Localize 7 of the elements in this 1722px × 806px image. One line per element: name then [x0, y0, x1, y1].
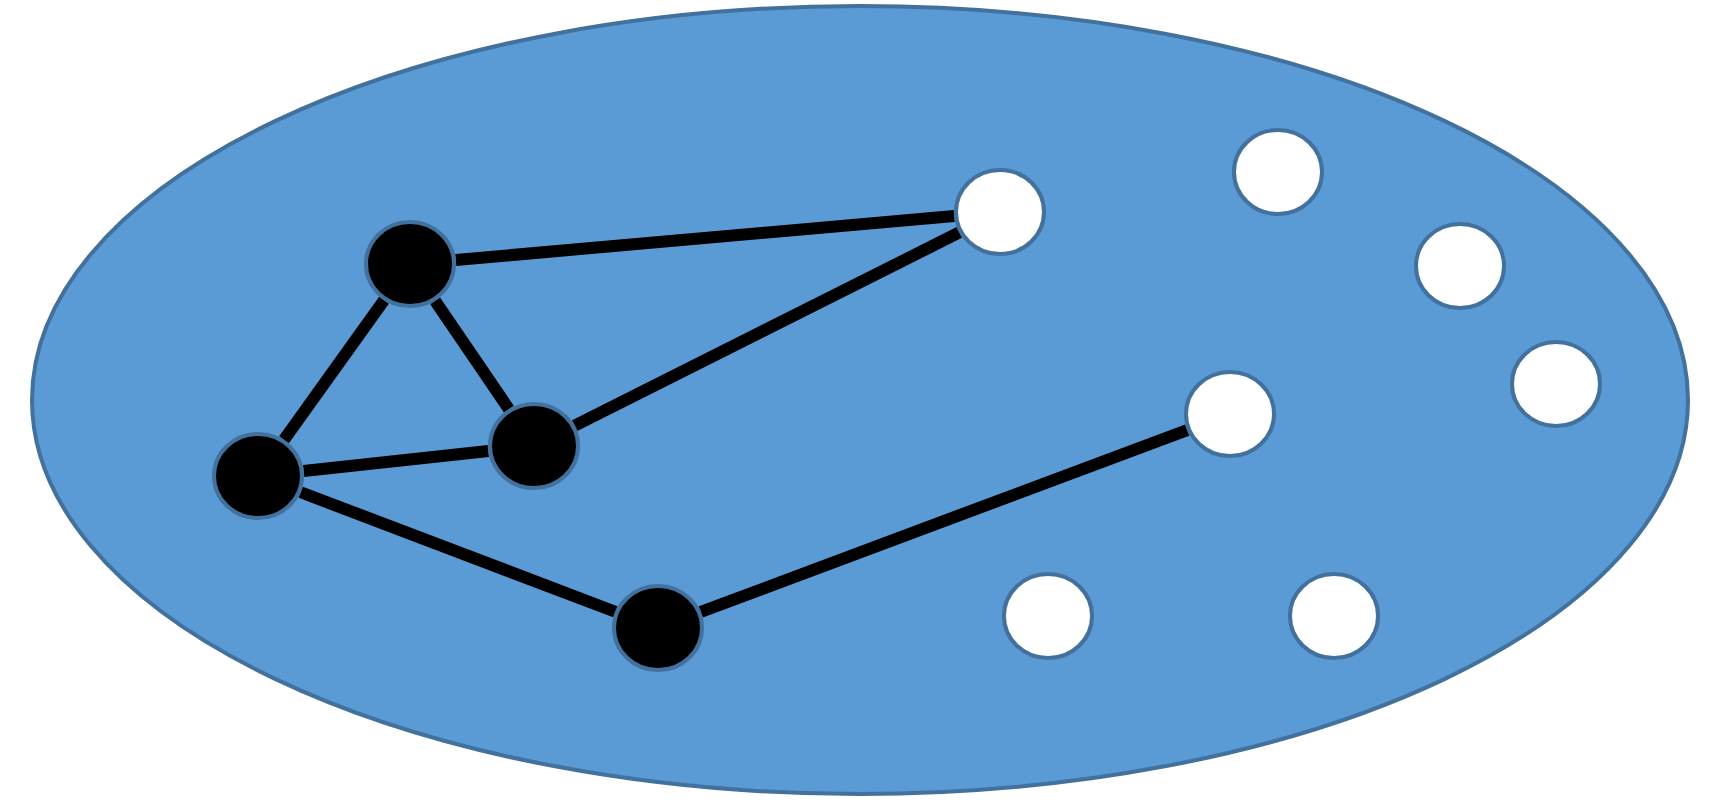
- connector-line: [430, 297, 514, 413]
- connector-line: [572, 227, 962, 431]
- connector-line: [298, 486, 618, 618]
- connector-line: [279, 296, 389, 444]
- connector-line: [698, 424, 1190, 618]
- connector-line: [303, 445, 489, 477]
- connector-line: [455, 210, 955, 266]
